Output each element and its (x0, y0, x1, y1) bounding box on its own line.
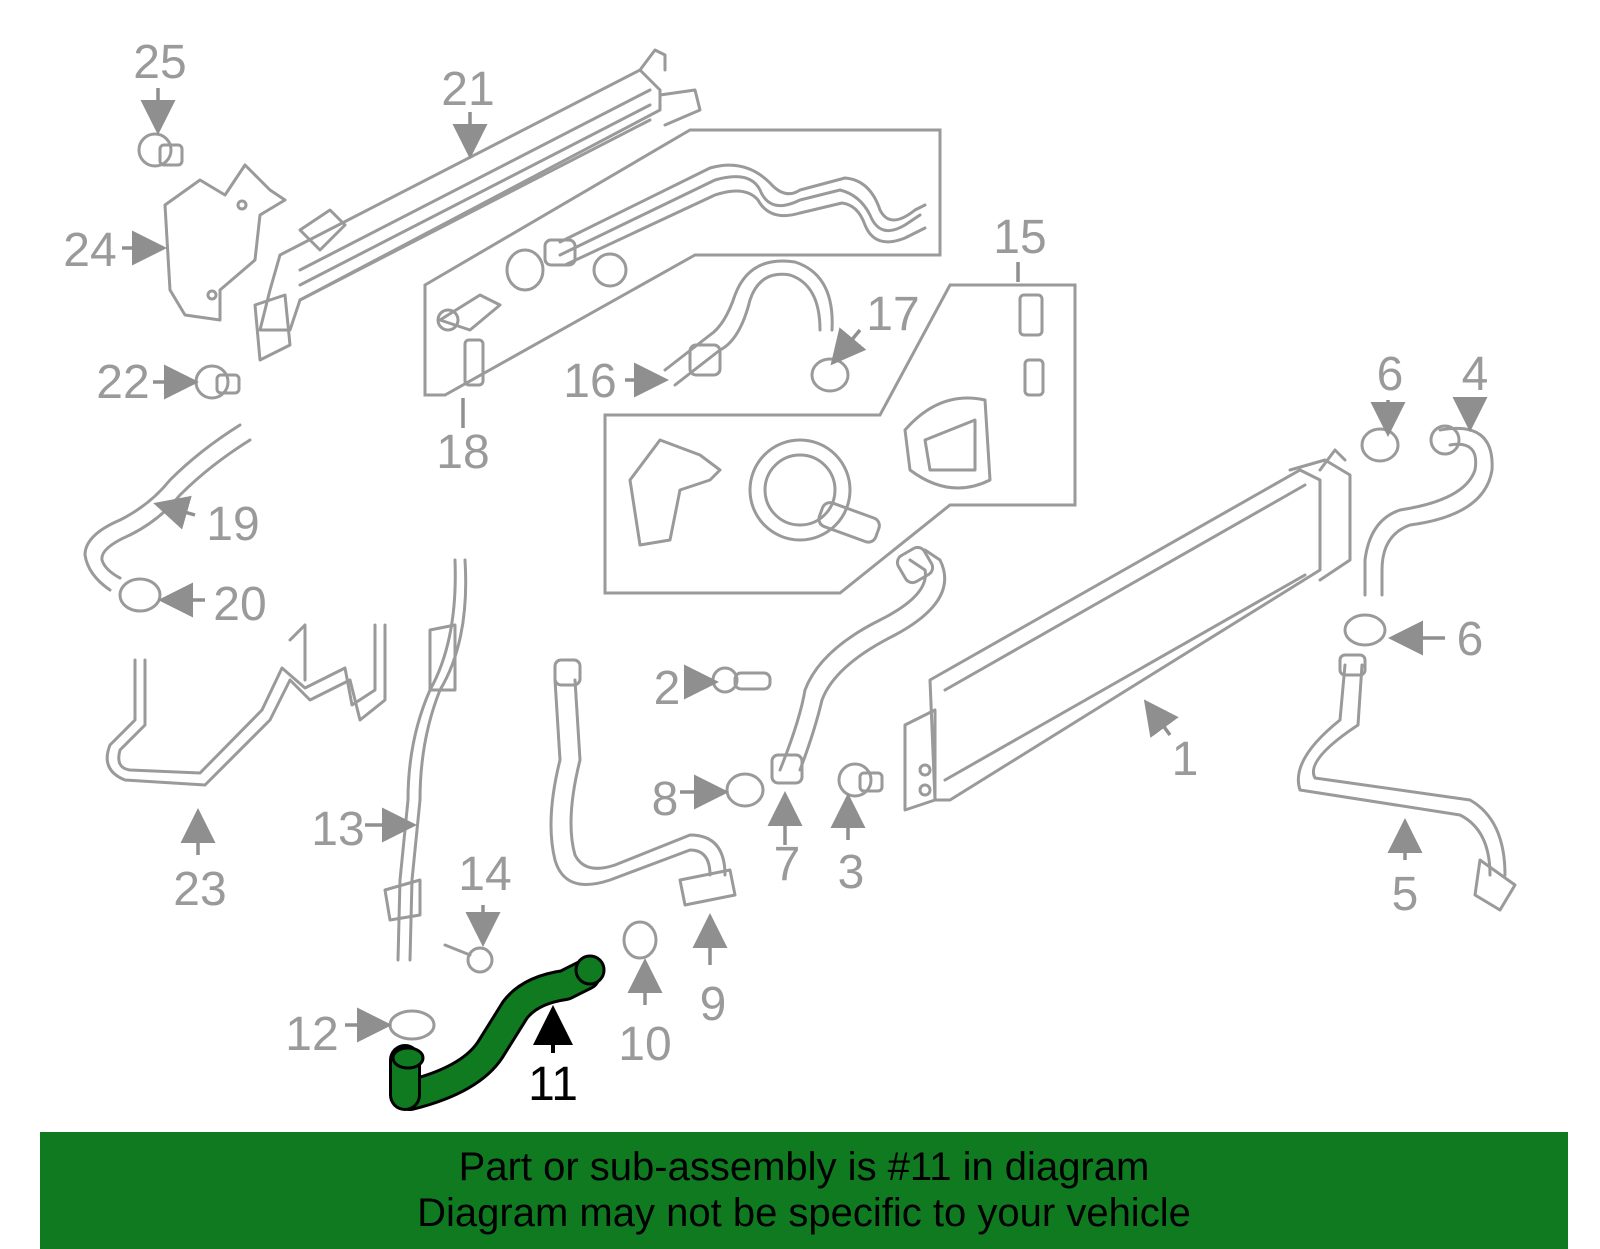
part-7-hose (770, 545, 947, 785)
callout-6-lower: 6 (1457, 613, 1484, 666)
part-1-auxiliary-radiator (903, 448, 1352, 812)
part-17-clamp (810, 357, 850, 393)
part-13-tube (383, 558, 468, 962)
part-9-hose (549, 658, 737, 907)
part-4-hose (1363, 424, 1494, 597)
callout-17: 17 (866, 288, 919, 341)
callout-9: 9 (700, 978, 727, 1031)
part-8-clamp (725, 772, 765, 808)
part-3-push-pin (837, 762, 884, 798)
callout-19: 19 (206, 498, 259, 551)
callout-arrows (122, 88, 1488, 1053)
part-21-transmission-cooler (253, 48, 702, 362)
part-22-push-pin (194, 364, 241, 400)
callout-5: 5 (1392, 868, 1419, 921)
part-24-bracket (163, 163, 287, 322)
part-12-clamp (388, 1009, 436, 1041)
part-2-bolt (711, 666, 772, 694)
callout-2: 2 (654, 662, 681, 715)
part-6-clamp-lower (1343, 613, 1387, 647)
part-25-push-pin (137, 132, 184, 168)
callout-7: 7 (774, 838, 801, 891)
callout-23: 23 (173, 863, 226, 916)
callout-18: 18 (436, 426, 489, 479)
callout-12: 12 (285, 1008, 338, 1061)
part-14-bolt (443, 943, 494, 974)
part-10-clamp (622, 920, 658, 960)
part-5-hose (1296, 653, 1517, 912)
part-19-hose (83, 423, 252, 592)
callout-21: 21 (441, 63, 494, 116)
callout-25: 25 (133, 36, 186, 89)
callout-1: 1 (1172, 733, 1199, 786)
callout-labels: 1 2 3 4 5 6 6 7 8 9 10 11 12 13 14 15 16… (63, 36, 1488, 1111)
part-6-clamp-upper (1360, 427, 1400, 463)
callout-14: 14 (458, 848, 511, 901)
callout-13: 13 (311, 803, 364, 856)
part-23-tube (105, 623, 387, 787)
callout-22: 22 (96, 356, 149, 409)
part-20-clamp (118, 577, 162, 613)
callout-20: 20 (213, 578, 266, 631)
info-banner: Part or sub-assembly is #11 in diagram D… (40, 1132, 1568, 1249)
callout-24: 24 (63, 224, 116, 277)
callout-16: 16 (563, 355, 616, 408)
part-11-hose-highlighted (389, 954, 606, 1111)
callout-8: 8 (652, 773, 679, 826)
callout-3: 3 (838, 846, 865, 899)
part-15-pump-assembly-box (603, 283, 1077, 595)
callout-11: 11 (528, 1058, 578, 1111)
banner-line-1: Part or sub-assembly is #11 in diagram (458, 1145, 1150, 1189)
part-16-hose (663, 259, 834, 387)
banner-line-2: Diagram may not be specific to your vehi… (417, 1191, 1191, 1235)
callout-15: 15 (993, 211, 1046, 264)
callout-6-upper: 6 (1377, 348, 1404, 401)
callout-10: 10 (618, 1018, 671, 1071)
callout-4: 4 (1462, 348, 1489, 401)
part-18-hose-assembly-box (423, 128, 942, 397)
